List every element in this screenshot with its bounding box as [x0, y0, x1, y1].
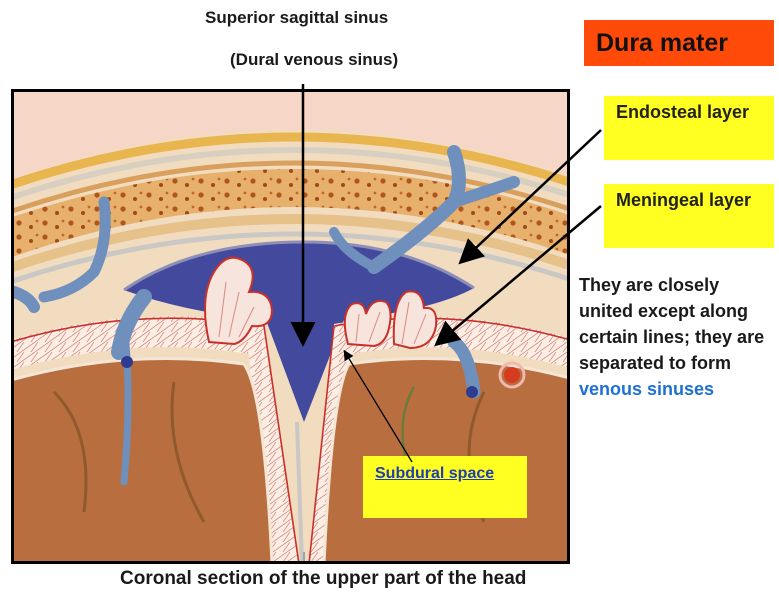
- endosteal-layer-label: Endosteal layer: [604, 96, 774, 160]
- venous-sinuses-highlight: venous sinuses: [579, 379, 714, 399]
- title-line-2: (Dural venous sinus): [230, 50, 398, 70]
- subdural-space-label: Subdural space: [363, 456, 527, 518]
- description-text: They are closely united except along cer…: [579, 272, 774, 402]
- meningeal-layer-label: Meningeal layer: [604, 184, 774, 248]
- figure-caption: Coronal section of the upper part of the…: [120, 568, 526, 590]
- title-line-1: Superior sagittal sinus: [205, 8, 388, 28]
- description-body: They are closely united except along cer…: [579, 275, 764, 373]
- dura-mater-label: Dura mater: [584, 20, 774, 66]
